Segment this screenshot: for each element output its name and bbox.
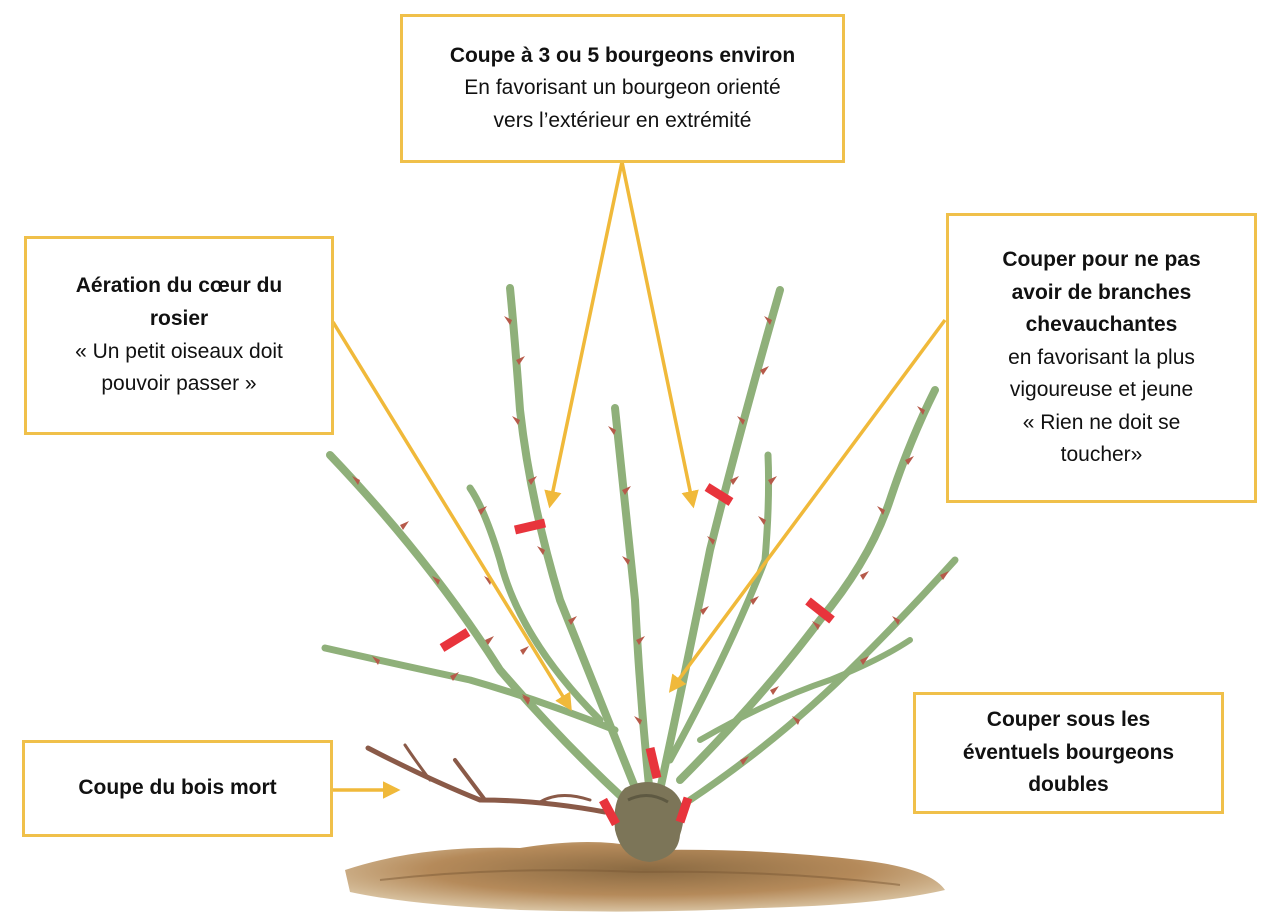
callout-top-text: En favorisant un bourgeon orienté vers l… [464, 76, 781, 132]
cut-mark [599, 797, 620, 827]
dead-wood-branch [365, 743, 608, 815]
arrow-top-to-left-cut [544, 161, 624, 509]
rose-trunk [614, 781, 684, 862]
callout-right: Couper pour ne pas avoir de branches che… [946, 213, 1257, 503]
callout-right-title: Couper pour ne pas avoir de branches che… [1002, 248, 1201, 337]
thorns [352, 316, 949, 765]
callout-top: Coupe à 3 ou 5 bourgeons environ En favo… [400, 14, 845, 163]
callout-left-title: Aération du cœur du rosier [75, 274, 283, 330]
cut-marks [439, 483, 835, 827]
callout-right-text: en favorisant la plus vigoureuse et jeun… [1008, 345, 1195, 467]
arrow-right-to-center [668, 318, 947, 693]
callout-dead-wood-title: Coupe du bois mort [78, 776, 277, 800]
callout-left: Aération du cœur du rosier « Un petit oi… [24, 236, 334, 435]
callout-dead-wood: Coupe du bois mort [22, 740, 333, 837]
cut-mark [513, 518, 547, 535]
callout-arrows [331, 161, 947, 799]
arrow-left-to-center [331, 321, 572, 711]
callout-top-title: Coupe à 3 ou 5 bourgeons environ [449, 43, 796, 67]
arrow-top-to-right-cut [620, 161, 699, 509]
cut-mark [645, 746, 662, 780]
callout-left-text: « Un petit oiseaux doit pouvoir passer » [75, 339, 283, 396]
soil-mound [345, 841, 945, 912]
rose-stems [321, 284, 959, 804]
cut-mark [675, 796, 693, 824]
cut-mark [439, 628, 471, 652]
callout-double-buds-title: Couper sous les éventuels bourgeons doub… [962, 708, 1175, 797]
cut-mark [704, 483, 734, 506]
cut-mark [805, 597, 835, 624]
callout-double-buds: Couper sous les éventuels bourgeons doub… [913, 692, 1224, 814]
